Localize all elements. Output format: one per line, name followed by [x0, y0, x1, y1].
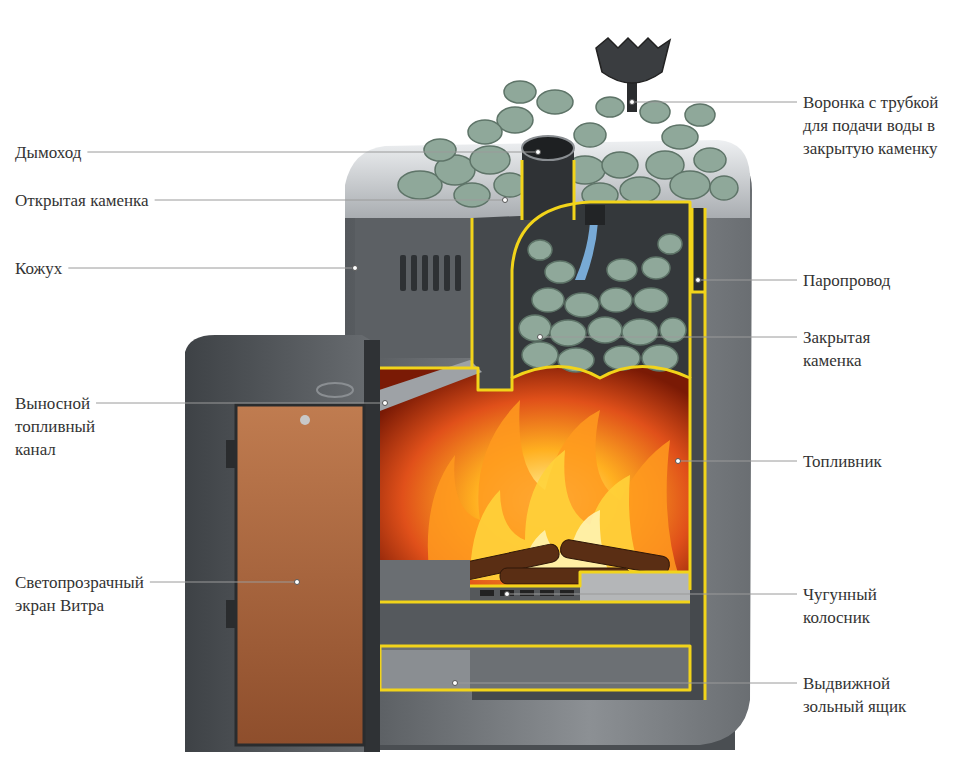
stone [662, 125, 698, 149]
label-slot: Топливник [803, 450, 963, 473]
stone [634, 288, 668, 312]
leader-line [96, 403, 385, 404]
label-slot: Кожух [15, 257, 175, 280]
leader-line [540, 337, 797, 338]
chimney-opening [522, 136, 574, 160]
stone [660, 318, 686, 342]
stone [537, 90, 573, 114]
stone [504, 81, 536, 103]
stone [602, 152, 638, 178]
part-label: Чугунный колосник [803, 583, 893, 629]
water-stream [575, 222, 598, 280]
door-emblem [317, 383, 353, 397]
leader-line [155, 200, 505, 201]
stone [710, 176, 738, 200]
stone [532, 288, 564, 312]
stone [470, 146, 510, 174]
stone [600, 288, 632, 312]
part-label: Дымоход [15, 141, 195, 164]
label-slot: Закрытая каменка [803, 326, 893, 372]
part-label: Светопрозрачный экран Витра [15, 571, 165, 617]
part-label: Топливник [803, 450, 963, 473]
closed-chamber [512, 202, 690, 378]
stone [694, 148, 726, 172]
stone [622, 319, 658, 345]
stone [620, 177, 660, 203]
door [185, 335, 380, 752]
stone [658, 234, 682, 254]
part-label: Выносной топливный канал [15, 392, 110, 461]
door-edge [364, 340, 380, 752]
stone [596, 97, 624, 117]
leader-line [87, 152, 538, 153]
funnel [596, 38, 670, 83]
louvers [400, 255, 461, 291]
ash-chamber [380, 602, 690, 646]
stone [607, 259, 637, 281]
water-tube [585, 205, 605, 225]
stone [685, 104, 715, 126]
fuel-channel-floor [372, 560, 470, 600]
leader-line [698, 280, 797, 281]
part-label: Паропровод [803, 269, 963, 292]
stone [550, 320, 586, 346]
stone [454, 183, 490, 207]
part-label: Открытая каменка [15, 189, 185, 212]
label-slot: Светопрозрачный экран Витра [15, 571, 165, 617]
side-panel [355, 218, 473, 358]
stone [528, 240, 552, 260]
label-slot: Открытая каменка [15, 189, 185, 212]
leader-lines [68, 102, 797, 683]
stone [588, 317, 622, 343]
label-slot: Чугунный колосник [803, 583, 893, 629]
stone [497, 107, 533, 133]
hinge [226, 600, 236, 628]
firebox [372, 367, 690, 591]
stone [424, 139, 456, 161]
part-label: Выдвижной зольный ящик [803, 672, 928, 718]
leader-line [507, 594, 797, 595]
firebox-step [580, 572, 690, 602]
leader-line [678, 461, 797, 462]
stone [468, 120, 502, 144]
leader-line [68, 268, 355, 269]
label-slot: Выдвижной зольный ящик [803, 672, 928, 718]
door-knob [300, 415, 310, 425]
leader-line [150, 582, 297, 583]
stone [545, 261, 575, 283]
stone [522, 342, 558, 368]
closed-stones [519, 234, 686, 372]
ash-drawer-front [380, 650, 470, 690]
grate-slots [480, 590, 574, 596]
stone [640, 101, 670, 123]
hinge [226, 440, 236, 468]
stone [574, 123, 606, 147]
label-slot: Паропровод [803, 269, 963, 292]
part-label: Кожух [15, 257, 175, 280]
cut-outlines [372, 160, 706, 700]
leader-line [455, 683, 797, 684]
housing [345, 150, 752, 745]
part-label: Закрытая каменка [803, 326, 893, 372]
label-slot: Воронка с трубкой для подачи воды в закр… [803, 91, 943, 160]
leader-line [632, 102, 797, 103]
stone [565, 293, 599, 317]
glass-screen [236, 405, 364, 745]
leader-dots [295, 100, 701, 686]
stone [642, 257, 670, 279]
label-slot: Дымоход [15, 141, 195, 164]
stone [670, 171, 710, 199]
label-slot: Выносной топливный канал [15, 392, 110, 461]
part-label: Воронка с трубкой для подачи воды в закр… [803, 91, 943, 160]
